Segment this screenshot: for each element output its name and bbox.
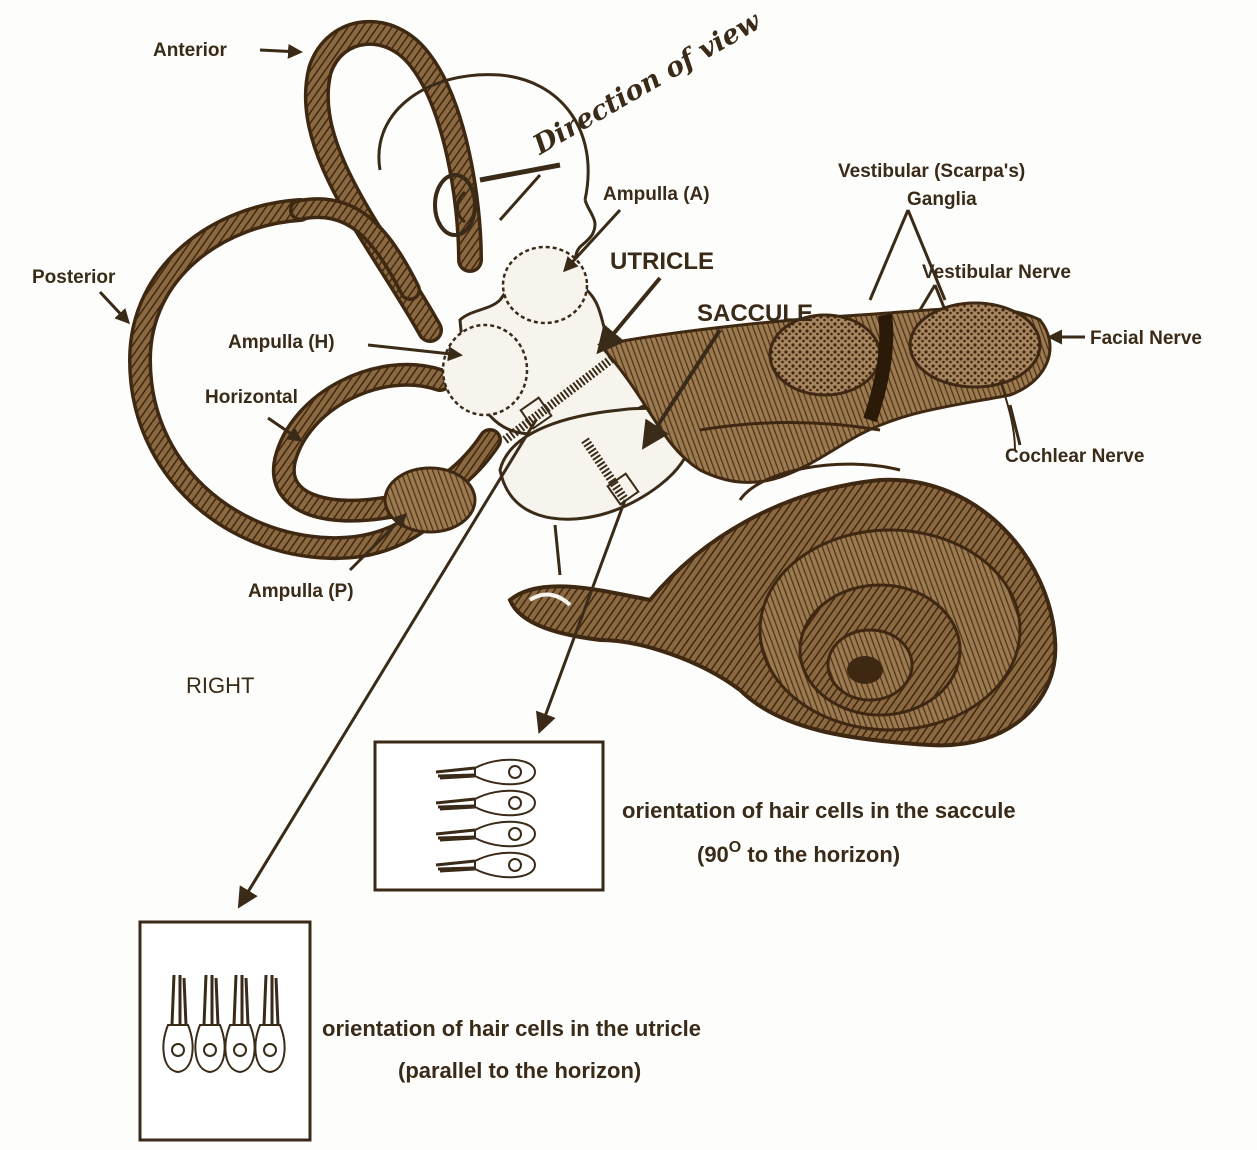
label-vestibular-ganglia-1: Vestibular (Scarpa's) bbox=[838, 161, 1025, 182]
anterior-canal bbox=[317, 33, 470, 330]
label-horizontal: Horizontal bbox=[205, 387, 298, 408]
label-vestibular-ganglia-2: Ganglia bbox=[907, 189, 977, 210]
saccule-caption-line1: orientation of hair cells in the saccule bbox=[622, 798, 1016, 823]
label-utricle: UTRICLE bbox=[610, 248, 714, 275]
label-anterior: Anterior bbox=[153, 40, 228, 61]
label-side: RIGHT bbox=[186, 673, 254, 698]
vestibular-ganglion-2 bbox=[910, 303, 1040, 387]
label-vestibular-nerve: Vestibular Nerve bbox=[922, 262, 1071, 283]
utricle-caption-line1: orientation of hair cells in the utricle bbox=[322, 1016, 701, 1041]
saccule-hair-cell-box bbox=[375, 742, 603, 890]
label-facial-nerve: Facial Nerve bbox=[1090, 328, 1202, 349]
utricle-caption-line2: (parallel to the horizon) bbox=[398, 1058, 641, 1083]
label-ampulla-p: Ampulla (P) bbox=[248, 581, 354, 602]
label-cochlear-nerve: Cochlear Nerve bbox=[1005, 446, 1144, 467]
label-direction-of-view: Direction of view bbox=[527, 5, 767, 162]
vestibular-ganglion-1 bbox=[770, 315, 880, 395]
saccule-caption-line2: (90O to the horizon) bbox=[697, 839, 900, 867]
label-ampulla-a: Ampulla (A) bbox=[603, 184, 710, 205]
label-posterior: Posterior bbox=[32, 267, 116, 288]
utricle-hair-cell-box bbox=[140, 922, 310, 1140]
ampulla-h-outline bbox=[443, 325, 527, 415]
label-ampulla-h: Ampulla (H) bbox=[228, 332, 335, 353]
label-saccule: SACCULE bbox=[697, 300, 813, 327]
